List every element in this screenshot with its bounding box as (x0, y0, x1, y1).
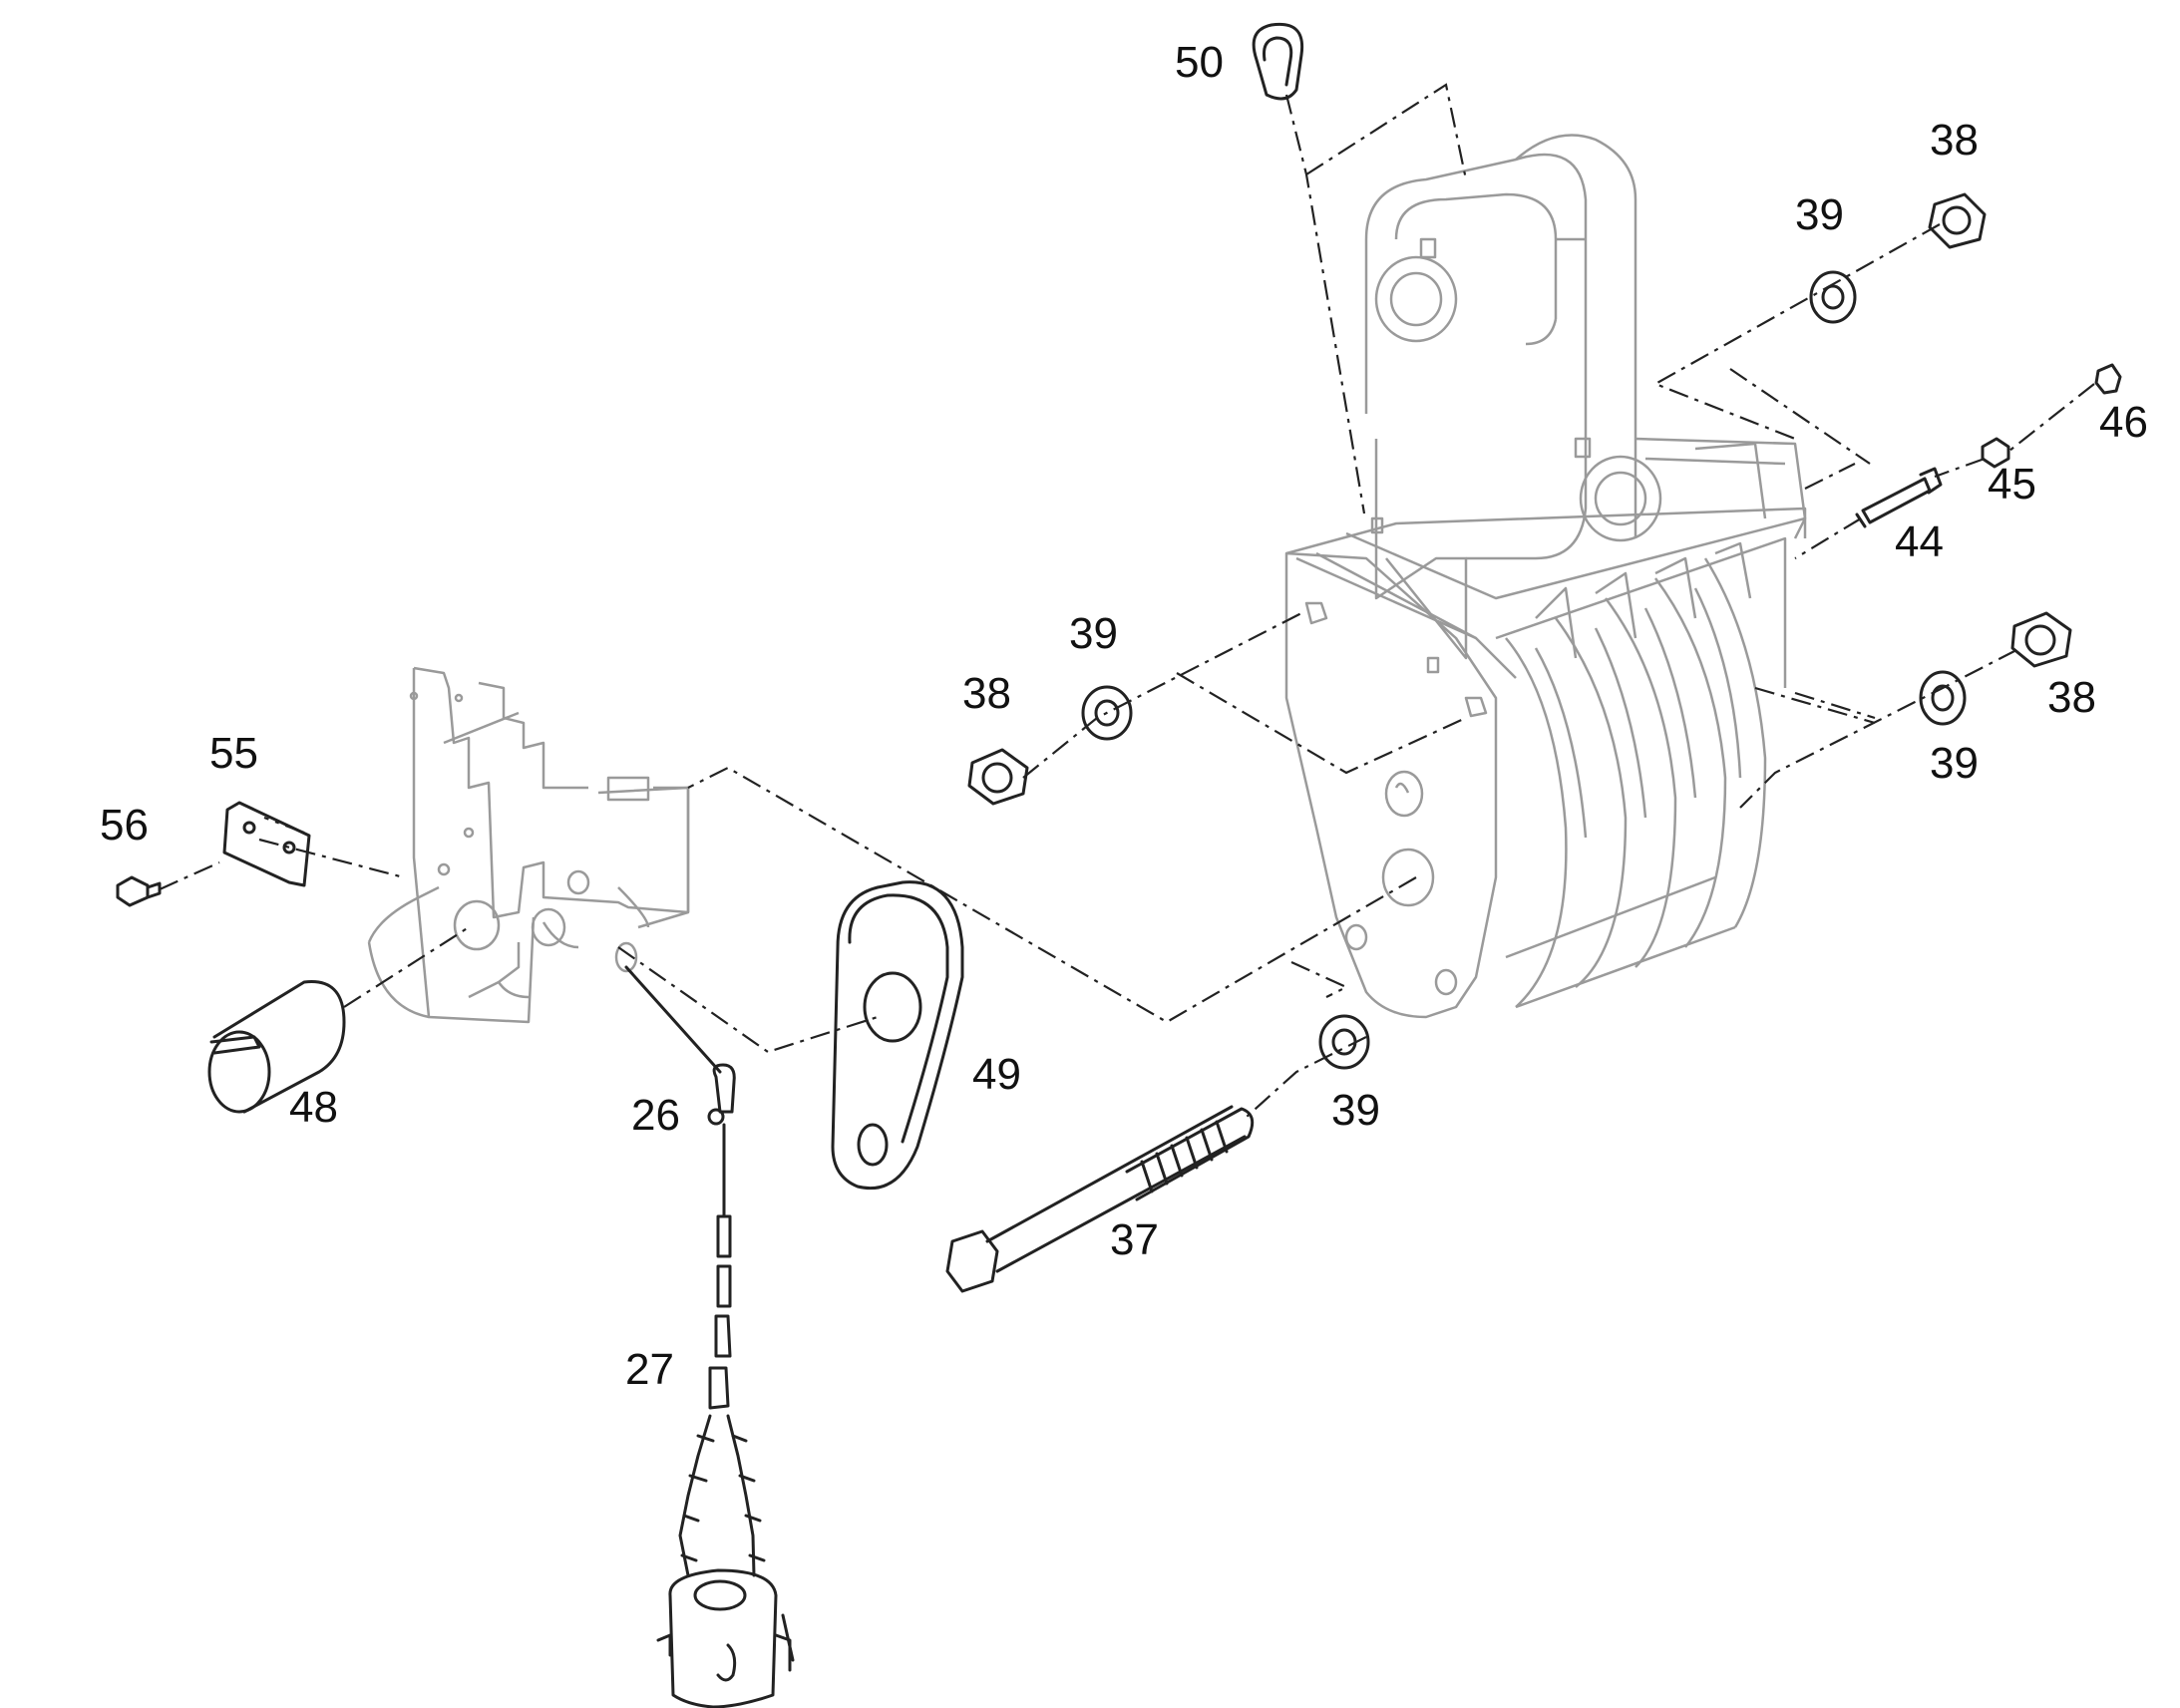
callout-39: 39 (1930, 739, 1979, 788)
callout-37: 37 (1110, 1215, 1159, 1264)
callout-48: 48 (289, 1083, 338, 1132)
part-plate (222, 801, 311, 887)
callout-26: 26 (631, 1091, 680, 1140)
part-washer (1081, 685, 1133, 741)
callout-27: 27 (625, 1345, 674, 1394)
part-chain-cap (656, 1123, 795, 1708)
part-snap-shackle (707, 1063, 736, 1126)
callout-38: 38 (2047, 673, 2096, 722)
part-washer (1809, 270, 1857, 324)
part-callouts: 50 38 39 46 45 44 39 38 38 39 55 56 48 4… (100, 38, 2148, 1394)
callout-46: 46 (2099, 398, 2148, 447)
callout-55: 55 (209, 729, 258, 778)
callout-39: 39 (1795, 190, 1844, 239)
part-link-plate (831, 880, 964, 1191)
callout-44: 44 (1895, 517, 1944, 566)
hook-block-body (1284, 134, 1807, 1019)
part-lifting-ring (1252, 22, 1304, 101)
callout-49: 49 (972, 1050, 1021, 1099)
shackle-tether (624, 965, 722, 1074)
assembly-leader-lines (159, 83, 2095, 1118)
callout-38: 38 (962, 669, 1011, 718)
callout-38: 38 (1930, 116, 1979, 165)
part-hex-nut (967, 748, 1029, 806)
callout-39: 39 (1069, 609, 1118, 658)
callout-56: 56 (100, 801, 149, 850)
part-hex-nut (1928, 192, 1987, 249)
part-washer (1318, 1014, 1370, 1070)
part-screw (116, 875, 162, 907)
callout-39: 39 (1331, 1086, 1380, 1135)
part-long-bolt (945, 1105, 1255, 1293)
callout-50: 50 (1175, 38, 1224, 87)
part-hex-nut (2010, 611, 2072, 668)
part-roller (207, 980, 346, 1114)
part-washer (1919, 670, 1967, 726)
latch-bracket (367, 666, 690, 1024)
part-grease-cap (2094, 363, 2122, 395)
callout-45: 45 (1988, 460, 2036, 509)
